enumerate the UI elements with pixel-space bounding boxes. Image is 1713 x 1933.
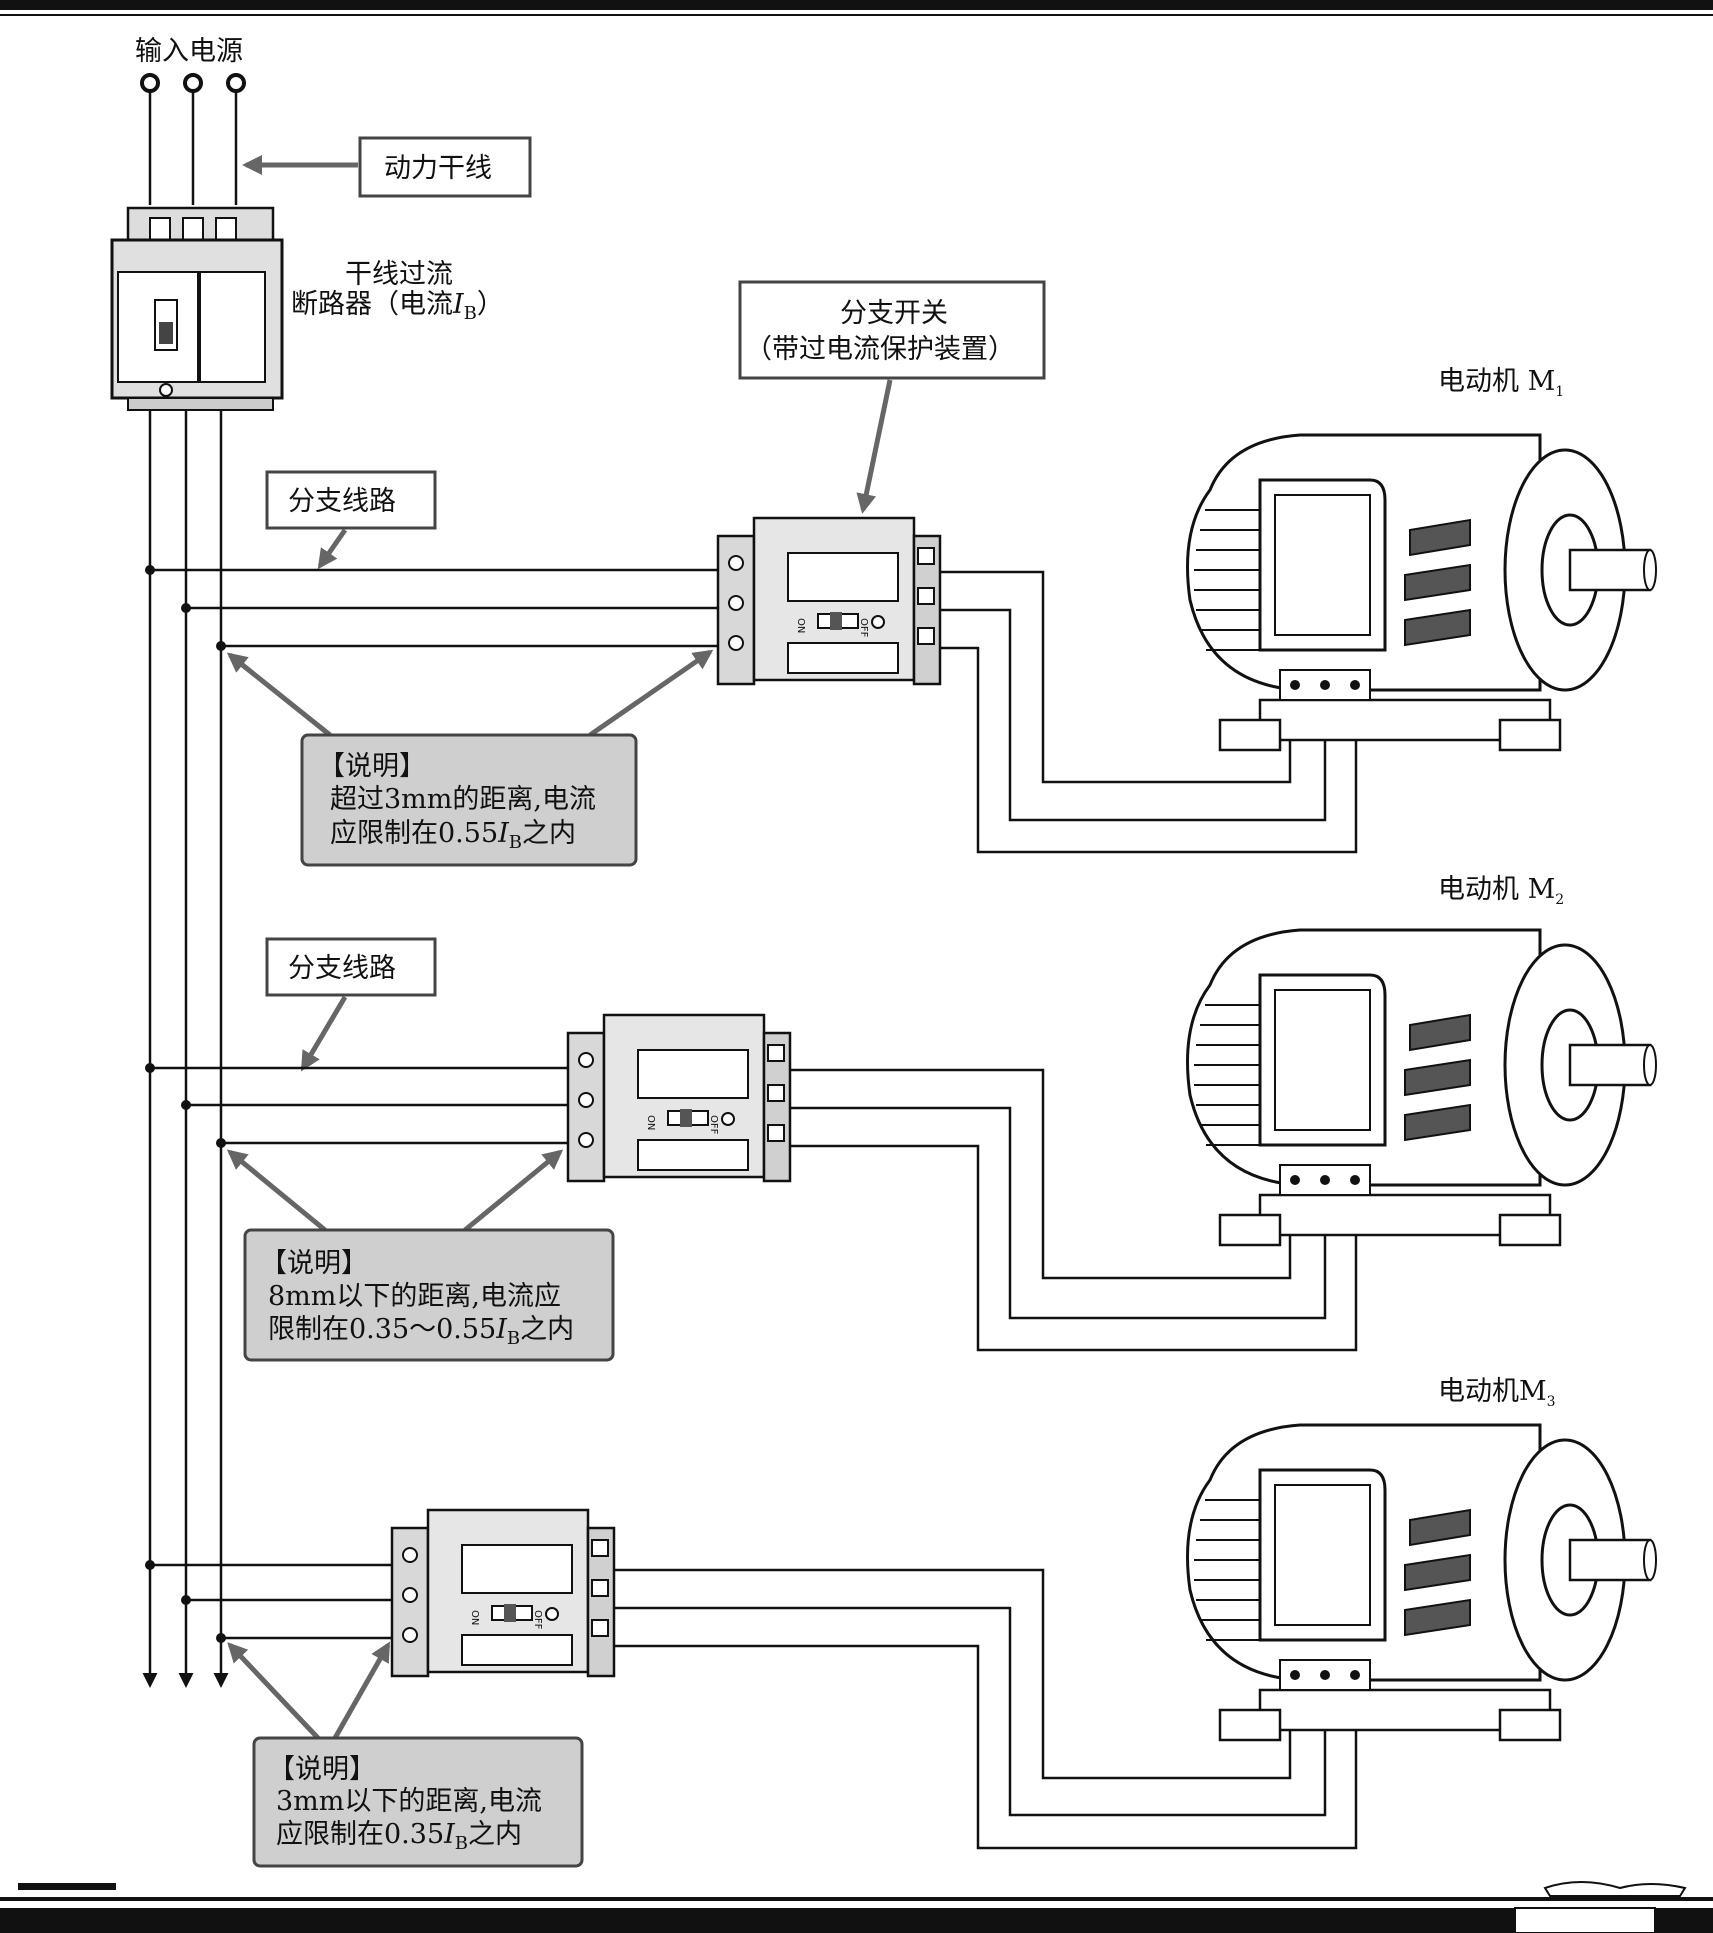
branch-line-arrow-1	[317, 528, 348, 570]
motor-1-label: 电动机 M1	[1438, 366, 1564, 400]
branch-line-arrow-2	[300, 995, 348, 1072]
input-terminal-1	[140, 73, 160, 93]
trunk-breaker	[110, 206, 284, 411]
motor-1	[1186, 433, 1658, 752]
top-border	[0, 0, 1713, 10]
power-trunk-label: 动力干线	[384, 153, 492, 184]
note-2-title: 【说明】	[260, 1248, 368, 1279]
note-1-arrow-right	[588, 649, 714, 738]
motor-3-label: 电动机M3	[1438, 1376, 1556, 1410]
branch-switch-1	[716, 516, 942, 686]
motor-3	[1186, 1423, 1658, 1742]
page-number-tab	[1514, 1907, 1656, 1933]
note-3-box	[252, 1736, 584, 1868]
bottom-ornament	[1543, 1881, 1687, 1897]
branch-line-label-1: 分支线路	[288, 486, 396, 517]
trunk-breaker-label-2: 断路器（电流IB）	[291, 289, 504, 324]
note-2-arrow-left	[226, 1149, 327, 1232]
note-1-line2: 应限制在0.55IB之内	[330, 818, 576, 853]
power-trunk-box	[358, 136, 532, 198]
note-2-line1: 8mm以下的距离,电流应	[268, 1281, 561, 1312]
note-3-title: 【说明】	[268, 1754, 376, 1785]
note-3-arrow-left	[227, 1642, 320, 1740]
note-1-arrow-left	[226, 652, 332, 737]
trunk-breaker-label-1: 干线过流	[345, 259, 453, 290]
branch-switch-arrow	[856, 379, 893, 514]
branch-line-box-2	[265, 937, 437, 997]
input-terminal-2	[183, 73, 203, 93]
branch-switch-label-1: 分支开关	[840, 298, 948, 329]
note-3-line2: 应限制在0.35IB之内	[276, 1819, 522, 1854]
branch-switch-3	[390, 1508, 616, 1678]
branch-line-box-1	[265, 470, 437, 530]
note-1-title: 【说明】	[318, 751, 426, 782]
bottom-border	[0, 1908, 1713, 1933]
branch-switch-box	[738, 280, 1046, 380]
top-border-thin	[0, 14, 1713, 16]
branch-switch-label-2: （带过电流保护装置）	[745, 334, 1015, 365]
bottom-border-thin	[0, 1897, 1713, 1901]
note-1-box	[300, 733, 638, 867]
branch-line-label-2: 分支线路	[288, 953, 396, 984]
note-3-line1: 3mm以下的距离,电流	[276, 1786, 542, 1817]
note-2-arrow-right	[463, 1149, 564, 1232]
motor-2-label: 电动机 M2	[1438, 874, 1564, 908]
note-2-line2: 限制在0.35～0.55IB之内	[268, 1314, 574, 1349]
note-3-arrow-right	[332, 1641, 391, 1740]
bottom-left-bar	[18, 1883, 116, 1890]
note-2-box	[243, 1228, 615, 1362]
input-terminal-3	[226, 73, 246, 93]
note-1-line1: 超过3mm的距离,电流	[330, 784, 596, 815]
motor-2	[1186, 928, 1658, 1247]
branch-switch-2	[566, 1013, 792, 1183]
input-power-label: 输入电源	[135, 36, 243, 67]
